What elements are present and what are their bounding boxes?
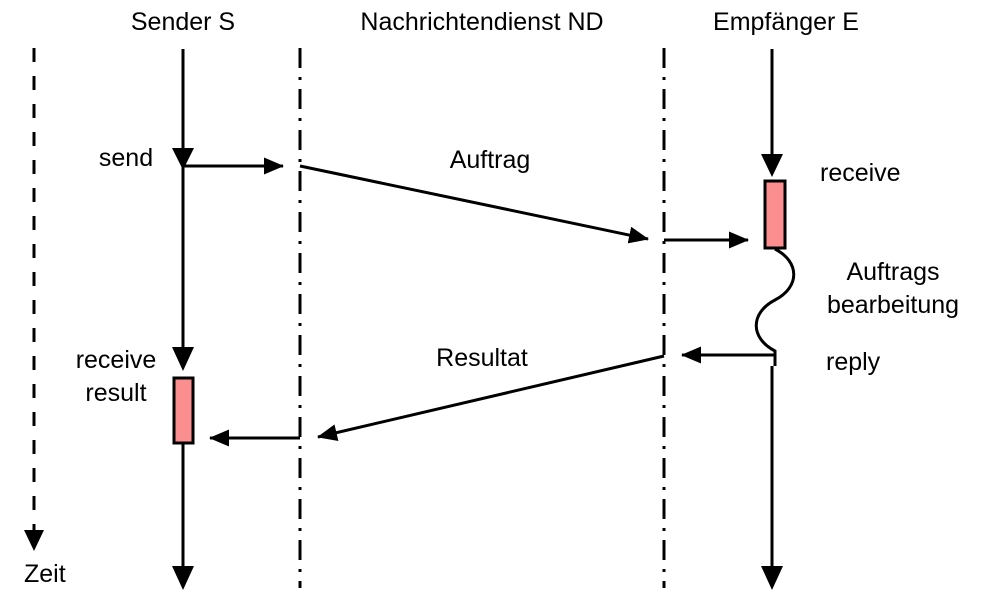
lifeline-receiver-bottom-arrowhead [761, 566, 783, 590]
lifeline-receiver [761, 49, 783, 590]
header-empfaenger-label: Empfänger E [713, 8, 859, 36]
lifeline-sender-receive-arrowhead [172, 347, 194, 371]
lifeline-sender-bottom-arrowhead [172, 566, 194, 590]
auftragsbearbeitung-squiggle [754, 247, 796, 366]
receive-result-label-line1: receive [76, 346, 157, 374]
time-axis-lifeline [24, 48, 44, 551]
time-axis-label: Zeit [24, 560, 66, 588]
auftrag-label: Auftrag [450, 146, 531, 174]
activation-box-sender [172, 376, 195, 445]
receive-result-label-line2: result [85, 379, 146, 407]
reply-label: reply [826, 348, 881, 376]
header-sender-label: Sender S [131, 8, 235, 36]
lifeline-receiver-receive-arrowhead [761, 154, 783, 177]
auftrag-diagonal-arrow [299, 164, 649, 244]
resultat-message-group [209, 354, 665, 447]
resultat-diagonal-arrow [317, 354, 665, 441]
lifeline-sender-send-arrowhead [172, 148, 194, 170]
time-axis-arrowhead [24, 530, 44, 551]
receive-label: receive [820, 159, 901, 187]
header-nachrichtendienst-label: Nachrichtendienst ND [360, 8, 603, 36]
auftragsbearbeitung-label-line2: bearbeitung [827, 291, 959, 319]
send-label: send [99, 144, 153, 172]
lifeline-sender [172, 49, 194, 590]
auftrag-message-group [299, 164, 749, 249]
auftragsbearbeitung-label-line1: Auftrags [846, 258, 939, 286]
activation-box-receiver [763, 179, 787, 250]
resultat-label: Resultat [436, 344, 528, 372]
